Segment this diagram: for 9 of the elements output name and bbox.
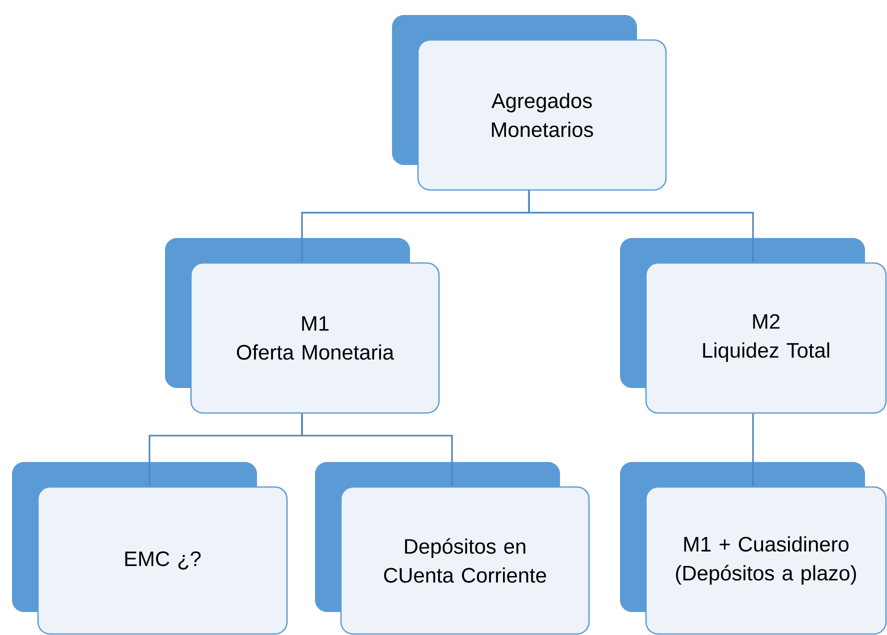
process-box: M1 Oferta Monetaria <box>165 238 440 414</box>
connector-line <box>301 414 453 486</box>
process-box: Depósitos en CUenta Corriente <box>315 462 590 635</box>
process-box: M2 Liquidez Total <box>620 238 887 414</box>
connector-line <box>528 190 754 262</box>
process-box: Agregados Monetarios <box>392 15 667 191</box>
process-box: EMC ¿? <box>12 462 288 635</box>
connector-line <box>752 414 754 486</box>
process-box: M1 + Cuasidinero (Depósitos a plazo) <box>620 462 887 635</box>
